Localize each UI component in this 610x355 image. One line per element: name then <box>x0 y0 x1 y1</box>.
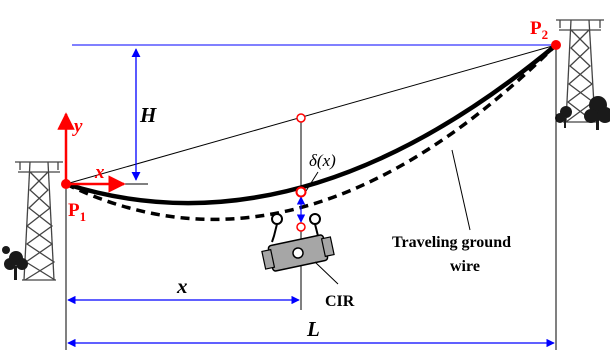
traveling-ground-wire <box>65 43 558 222</box>
p2-endpoint <box>551 40 561 50</box>
wire-label-line1: Traveling ground <box>392 234 511 251</box>
height-label: H <box>139 103 157 127</box>
p1-label: P1 <box>68 200 86 224</box>
wire-label-leader <box>451 149 471 231</box>
x-distance-label: x <box>176 274 188 298</box>
robot-label: CIR <box>325 293 355 310</box>
sag-delta-label: δ(x) <box>309 151 336 170</box>
ground-wire-point-marker <box>296 222 306 232</box>
p2-label: P2 <box>530 18 548 42</box>
chord-line <box>65 44 557 185</box>
delta-leader <box>305 171 319 192</box>
chord-point-marker <box>296 113 306 123</box>
span-label: L <box>306 317 320 341</box>
inspection-robot-icon <box>261 213 335 272</box>
tree-icon <box>2 246 28 280</box>
wire-label-line2: wire <box>450 258 480 275</box>
x-axis-label: x <box>94 162 105 183</box>
y-axis-label: y <box>72 116 83 137</box>
robot-label-leader <box>314 261 339 285</box>
static-cable-point-marker <box>295 186 307 198</box>
tree-icon <box>555 96 610 130</box>
static-cable <box>65 43 558 206</box>
